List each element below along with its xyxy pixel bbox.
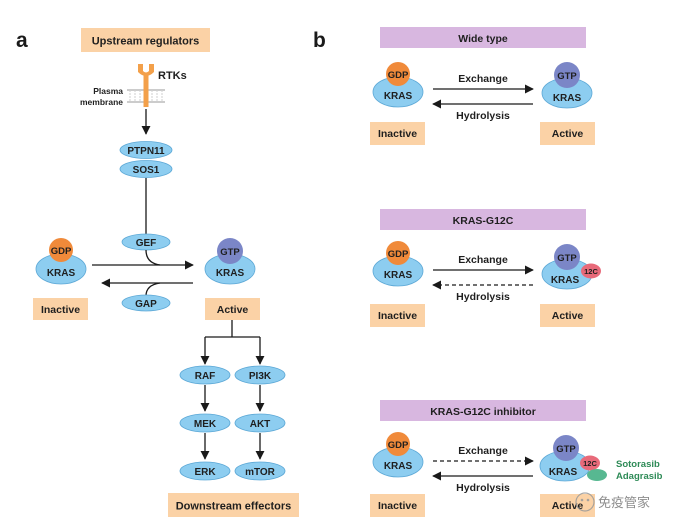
- gtp-icon: [554, 62, 580, 88]
- exchange-label: Exchange: [458, 73, 508, 85]
- g12c-mutation-label: 12C: [583, 459, 597, 468]
- adagrasib-label: Adagrasib: [616, 471, 663, 482]
- kras-label: KRAS: [551, 275, 580, 286]
- g12c-mutation-badge: [580, 455, 600, 471]
- kras-label: KRAS: [384, 91, 413, 102]
- kras-label: KRAS: [384, 461, 413, 472]
- gtp-label: GTP: [557, 253, 577, 264]
- watermark: 免疫管家: [575, 492, 650, 512]
- gap-curve: [145, 282, 161, 297]
- active-label: Active: [217, 304, 249, 316]
- downstream-effectors-label: Downstream effectors: [176, 501, 292, 513]
- raf-node: [179, 365, 231, 385]
- active-label: Active: [552, 128, 584, 140]
- mtor-label: mTOR: [245, 467, 276, 478]
- gtp-label: GTP: [557, 71, 577, 82]
- row-wild-type: Wide type KRAS GDP Exchange Hydrolysis K…: [370, 27, 595, 145]
- wild-type-title: Wide type: [458, 33, 508, 45]
- mek-node: [179, 413, 231, 433]
- akt-label: AKT: [250, 419, 271, 430]
- kras-label: KRAS: [384, 270, 413, 281]
- gdp-label: GDP: [51, 246, 72, 257]
- gtp-label: GTP: [556, 444, 576, 455]
- inactive-box: [370, 494, 425, 517]
- panel-b-letter: b: [313, 29, 326, 52]
- erk-label: ERK: [194, 467, 216, 478]
- downstream-effectors-box: [168, 493, 299, 517]
- ptpn11-label: PTPN11: [127, 146, 165, 157]
- gef-curve: [145, 249, 161, 266]
- plasma-label-line2: membrane: [80, 97, 123, 107]
- sos1-node: [119, 160, 173, 178]
- raf-label: RAF: [195, 371, 216, 382]
- ptpn11-node: [119, 141, 173, 159]
- gef-label: GEF: [136, 238, 157, 249]
- kras-active-label: KRAS: [216, 268, 245, 279]
- sotorasib-label: Sotorasib: [616, 459, 660, 470]
- gap-node: [121, 294, 171, 312]
- gap-label: GAP: [135, 299, 157, 310]
- kras-g12c-title-box: [380, 209, 586, 230]
- active-box: [540, 304, 595, 327]
- rtk-transmembrane: [143, 88, 149, 104]
- g12c-mutation-label: 12C: [584, 267, 598, 276]
- inhibitor-drug-icon: [587, 469, 607, 481]
- hydrolysis-label: Hydrolysis: [456, 110, 510, 122]
- hydrolysis-label: Hydrolysis: [456, 291, 510, 303]
- inactive-label: Inactive: [378, 500, 417, 512]
- kras-inactive-label: KRAS: [47, 268, 76, 279]
- kras-g12c-title: KRAS-G12C: [453, 215, 514, 227]
- active-box: [205, 298, 260, 320]
- mek-label: MEK: [194, 419, 217, 430]
- active-box: [540, 122, 595, 145]
- exchange-label: Exchange: [458, 445, 508, 457]
- kras-label: KRAS: [549, 467, 578, 478]
- plasma-label-line1: Plasma: [93, 86, 123, 96]
- pi3k-node: [234, 365, 286, 385]
- watermark-logo-icon: [575, 492, 595, 512]
- inactive-label: Inactive: [41, 304, 80, 316]
- active-label: Active: [552, 310, 584, 322]
- inactive-label: Inactive: [378, 128, 417, 140]
- gtp-icon: [554, 244, 580, 270]
- gdp-icon: [386, 432, 410, 456]
- hydrolysis-label: Hydrolysis: [456, 482, 510, 494]
- kras-label: KRAS: [553, 93, 582, 104]
- watermark-text: 免疫管家: [598, 495, 650, 511]
- gtp-icon: [217, 238, 243, 264]
- upstream-regulators-box: [81, 28, 210, 52]
- erk-node: [179, 461, 231, 481]
- gdp-icon: [49, 238, 73, 262]
- kras-g12c-inhibitor-title-box: [380, 400, 586, 421]
- gdp-label: GDP: [388, 440, 409, 451]
- exchange-label: Exchange: [458, 254, 508, 266]
- inactive-box: [33, 298, 88, 320]
- gdp-icon: [386, 241, 410, 265]
- row-kras-g12c-inhibitor: KRAS-G12C inhibitor KRAS GDP Exchange Hy…: [370, 400, 663, 517]
- gdp-label: GDP: [388, 70, 409, 81]
- gtp-icon: [553, 435, 579, 461]
- inactive-label: Inactive: [378, 310, 417, 322]
- inactive-box: [370, 304, 425, 327]
- panel-a-letter: a: [16, 29, 28, 52]
- kras-g12c-inhibitor-title: KRAS-G12C inhibitor: [430, 406, 536, 418]
- rtks-label: RTKs: [158, 70, 187, 82]
- gdp-icon: [386, 62, 410, 86]
- upstream-regulators-label: Upstream regulators: [92, 36, 200, 48]
- inactive-box: [370, 122, 425, 145]
- gtp-label: GTP: [220, 247, 240, 258]
- row-kras-g12c: KRAS-G12C KRAS GDP Exchange Hydrolysis K…: [370, 209, 601, 327]
- sos1-label: SOS1: [133, 165, 160, 176]
- pi3k-label: PI3K: [249, 371, 272, 382]
- g12c-mutation-badge: [581, 263, 601, 279]
- gdp-label: GDP: [388, 249, 409, 260]
- akt-node: [234, 413, 286, 433]
- mtor-node: [234, 461, 286, 481]
- active-label: Active: [552, 500, 584, 512]
- wild-type-title-box: [380, 27, 586, 48]
